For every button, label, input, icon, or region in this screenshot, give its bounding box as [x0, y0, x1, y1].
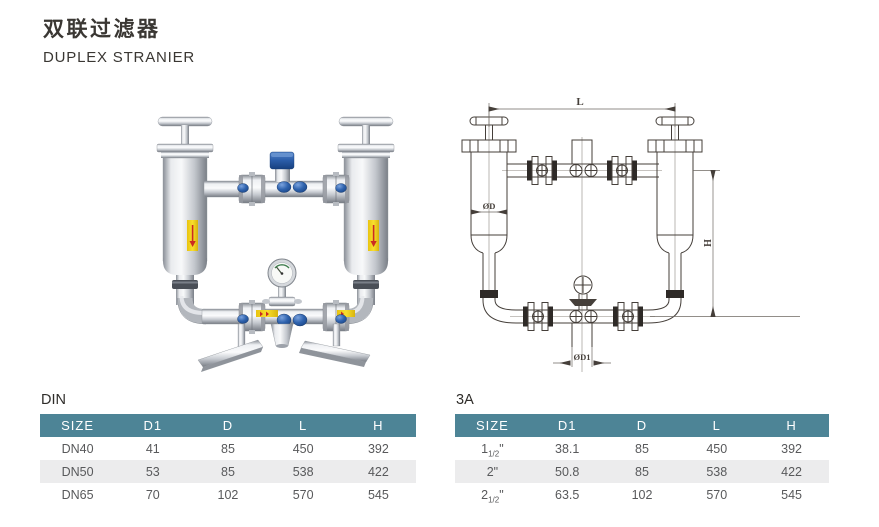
left-strainer-cylinder — [156, 116, 214, 306]
right-strainer-cylinder — [337, 116, 395, 306]
value-cell: 70 — [145, 487, 160, 502]
column-header-l: L — [265, 414, 341, 437]
column-header-d1: D1 — [529, 414, 605, 437]
centerlines — [488, 111, 676, 372]
dim-label-length: L — [576, 96, 583, 108]
size-cell: 11/2" — [481, 441, 504, 458]
column-header-h: H — [754, 414, 829, 437]
pressure-gauge — [262, 258, 302, 307]
table-row: 21/2" 63.5 102 570 545 — [455, 483, 829, 506]
3a-table-title: 3A — [456, 392, 474, 408]
value-cell: 392 — [367, 441, 389, 456]
technical-drawing: L ØD H ØD1 — [461, 96, 800, 372]
din-table-title: DIN — [41, 392, 66, 408]
drawing-gauge — [569, 275, 597, 310]
valve-knobs — [237, 181, 347, 327]
column-header-d1: D1 — [115, 414, 191, 437]
column-header-d: D — [190, 414, 266, 437]
support-feet — [197, 323, 371, 372]
size-cell: 2" — [486, 464, 499, 479]
page-title-english: DUPLEX STRANIER — [43, 49, 196, 66]
table-row: 2" 50.8 85 538 422 — [455, 460, 829, 483]
value-cell: 41 — [145, 441, 160, 456]
table-row: DN40 41 85 450 392 — [40, 437, 416, 460]
value-cell: 85 — [221, 464, 235, 479]
value-cell: 85 — [635, 464, 649, 479]
value-cell: 570 — [292, 487, 314, 502]
warning-strips — [256, 310, 355, 317]
value-cell: 85 — [635, 441, 649, 456]
dim-label-diameter: ØD — [483, 201, 496, 211]
size-cell: DN65 — [61, 487, 94, 502]
column-header-d: D — [604, 414, 680, 437]
column-header-l: L — [679, 414, 755, 437]
bottom-outlet-stub — [270, 323, 294, 348]
value-cell: 538 — [706, 464, 728, 479]
value-cell: 422 — [781, 464, 803, 479]
value-cell: 63.5 — [555, 487, 580, 502]
table-row: DN65 70 102 570 545 — [40, 483, 416, 506]
column-header-size: SIZE — [40, 414, 116, 437]
dimension-lines — [470, 103, 800, 367]
value-cell: 53 — [145, 464, 160, 479]
product-photo — [156, 116, 395, 372]
column-header-h: H — [340, 414, 416, 437]
value-cell: 102 — [217, 487, 239, 502]
table-row: 11/2" 38.1 85 450 392 — [455, 437, 829, 460]
value-cell: 545 — [781, 487, 803, 502]
value-cell: 38.1 — [555, 441, 580, 456]
column-header-size: SIZE — [455, 414, 530, 437]
value-cell: 50.8 — [555, 464, 580, 479]
value-cell: 102 — [631, 487, 653, 502]
size-cell: DN50 — [61, 464, 94, 479]
value-cell: 85 — [221, 441, 235, 456]
dim-label-height: H — [701, 239, 712, 247]
value-cell: 422 — [367, 464, 389, 479]
value-cell: 392 — [781, 441, 803, 456]
value-cell: 545 — [367, 487, 389, 502]
table-row: DN50 53 85 538 422 — [40, 460, 416, 483]
size-cell: 21/2" — [481, 487, 504, 504]
value-cell: 450 — [706, 441, 728, 456]
size-cell: DN40 — [61, 441, 94, 456]
value-cell: 450 — [292, 441, 314, 456]
value-cell: 570 — [706, 487, 728, 502]
value-cell: 538 — [292, 464, 314, 479]
dim-label-diameter1: ØD1 — [574, 352, 591, 362]
page-title-chinese: 双联过滤器 — [43, 18, 161, 41]
top-center-port — [269, 151, 295, 182]
